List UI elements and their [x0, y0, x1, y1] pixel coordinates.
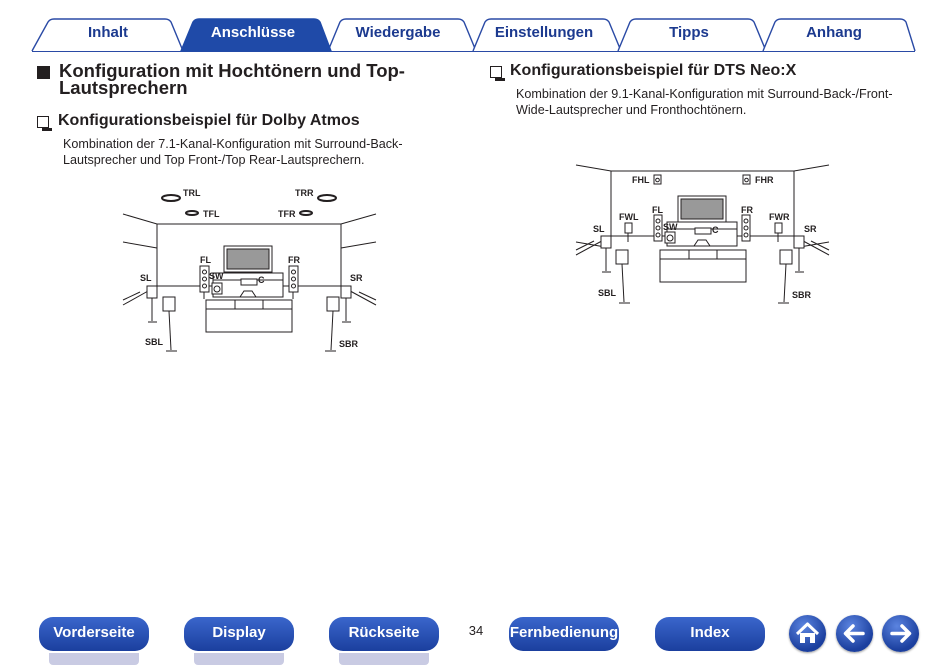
label-sl: SL [140, 273, 152, 283]
label-fwr: FWR [769, 212, 790, 222]
right-description-line2: Wide-Lautsprecher und Fronthochtönern. [516, 103, 747, 117]
label-c-right: C [712, 225, 719, 235]
label-sbl: SBL [145, 337, 163, 347]
label-sr: SR [350, 273, 363, 283]
arrow-right-icon [890, 624, 912, 643]
rear-panel-label: Rückseite [348, 624, 420, 641]
rear-panel-tab-strip [339, 653, 429, 665]
tab-anschluesse[interactable]: Anschlüsse [210, 24, 296, 41]
label-trr: TRR [295, 188, 314, 198]
tab-inhalt[interactable]: Inhalt [88, 24, 128, 41]
right-heading: Konfigurationsbeispiel für DTS Neo:X [510, 62, 797, 79]
remote-control-button[interactable]: Fernbedienung [509, 617, 619, 651]
label-fl-right: FL [652, 205, 663, 215]
right-description: Kombination der 9.1-Kanal-Konfiguration … [516, 86, 893, 118]
label-fhl: FHL [632, 175, 650, 185]
section-marker [37, 66, 50, 79]
left-description-line1: Kombination der 7.1-Kanal-Konfiguration … [63, 137, 403, 151]
previous-button[interactable] [836, 615, 873, 652]
tab-anhang[interactable]: Anhang [806, 24, 862, 41]
label-sl-right: SL [593, 224, 605, 234]
tab-bar-shapes [31, 18, 916, 52]
label-fl: FL [200, 255, 211, 265]
label-sbl-right: SBL [598, 288, 616, 298]
label-tfl: TFL [203, 209, 220, 219]
top-speakers [161, 194, 337, 216]
display-button[interactable]: Display [184, 617, 294, 665]
next-button[interactable] [882, 615, 919, 652]
label-sw: SW [209, 271, 224, 281]
label-c: C [258, 275, 265, 285]
label-fr: FR [288, 255, 300, 265]
remote-control-label: Fernbedienung [509, 624, 619, 641]
label-sr-right: SR [804, 224, 817, 234]
section-title: Konfiguration mit Hochtönern und Top- La… [37, 60, 447, 98]
home-button[interactable] [789, 615, 826, 652]
right-description-line1: Kombination der 9.1-Kanal-Konfiguration … [516, 87, 893, 101]
rear-panel-button[interactable]: Rückseite [329, 617, 439, 665]
front-panel-button[interactable]: Vorderseite [39, 617, 149, 665]
index-button[interactable]: Index [655, 617, 765, 651]
label-sbr: SBR [339, 339, 359, 349]
label-fr-right: FR [741, 205, 753, 215]
front-panel-tab-strip [49, 653, 139, 665]
tab-wiedergabe[interactable]: Wiedergabe [355, 24, 441, 41]
label-fhr: FHR [755, 175, 774, 185]
left-description: Kombination der 7.1-Kanal-Konfiguration … [63, 136, 403, 168]
label-tfr: TFR [278, 209, 296, 219]
display-tab-strip [194, 653, 284, 665]
left-heading: Konfigurationsbeispiel für Dolby Atmos [58, 112, 360, 129]
section-title-line1: Konfiguration mit Hochtönern und Top- [59, 60, 405, 81]
left-description-line2: Lautsprecher und Top Front-/Top Rear-Lau… [63, 153, 365, 167]
arrow-left-icon [843, 624, 865, 643]
home-icon [795, 622, 820, 643]
right-heading-marker [490, 66, 505, 81]
tab-einstellungen[interactable]: Einstellungen [494, 24, 594, 41]
tab-bar: Inhalt Anschlüsse Wiedergabe Einstellung… [0, 0, 950, 56]
front-panel-label: Vorderseite [53, 624, 135, 641]
label-sw-right: SW [663, 222, 678, 232]
section-title-line2: Lautsprechern [59, 77, 188, 98]
tab-tipps[interactable]: Tipps [669, 24, 709, 41]
left-heading-marker [37, 116, 52, 131]
page-number: 34 [468, 623, 484, 638]
index-label: Index [690, 624, 730, 641]
display-label: Display [212, 624, 266, 641]
label-sbr-right: SBR [792, 290, 812, 300]
label-trl: TRL [183, 188, 201, 198]
label-fwl: FWL [619, 212, 639, 222]
